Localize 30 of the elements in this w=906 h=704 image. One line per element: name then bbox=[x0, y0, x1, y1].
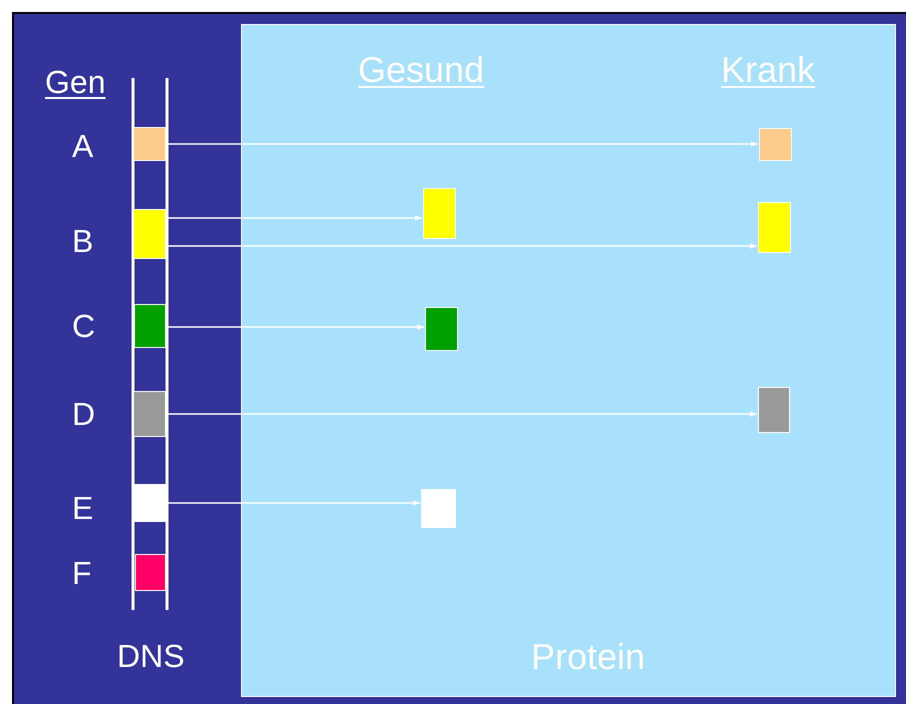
gene-box bbox=[135, 554, 166, 591]
gene-letter: D bbox=[72, 398, 96, 430]
heading-label: DNS bbox=[117, 640, 185, 672]
protein-panel bbox=[241, 24, 896, 697]
arrow bbox=[167, 500, 420, 506]
arrow bbox=[166, 243, 757, 249]
heading-label: Krank bbox=[721, 52, 816, 88]
arrow bbox=[166, 215, 422, 221]
gene-box bbox=[133, 484, 167, 522]
gene-letter: C bbox=[72, 310, 96, 342]
gene-letter: B bbox=[72, 225, 94, 257]
arrow bbox=[166, 411, 757, 417]
protein-box bbox=[423, 188, 456, 239]
gene-letter: E bbox=[72, 492, 94, 524]
protein-box bbox=[758, 202, 791, 253]
gene-letter: F bbox=[72, 557, 92, 589]
arrow bbox=[166, 324, 424, 330]
gene-box bbox=[133, 209, 166, 259]
protein-box bbox=[421, 489, 456, 528]
gene-letter: A bbox=[72, 130, 94, 162]
panel-title: Protein bbox=[531, 639, 646, 675]
gene-box bbox=[133, 127, 166, 161]
arrow bbox=[166, 141, 758, 147]
gene-box bbox=[134, 304, 166, 348]
heading-label: Gen bbox=[45, 66, 106, 98]
gene-box bbox=[133, 391, 166, 437]
protein-box bbox=[425, 307, 458, 351]
protein-box bbox=[759, 128, 792, 161]
protein-box bbox=[758, 387, 790, 433]
heading-label: Gesund bbox=[358, 52, 484, 88]
